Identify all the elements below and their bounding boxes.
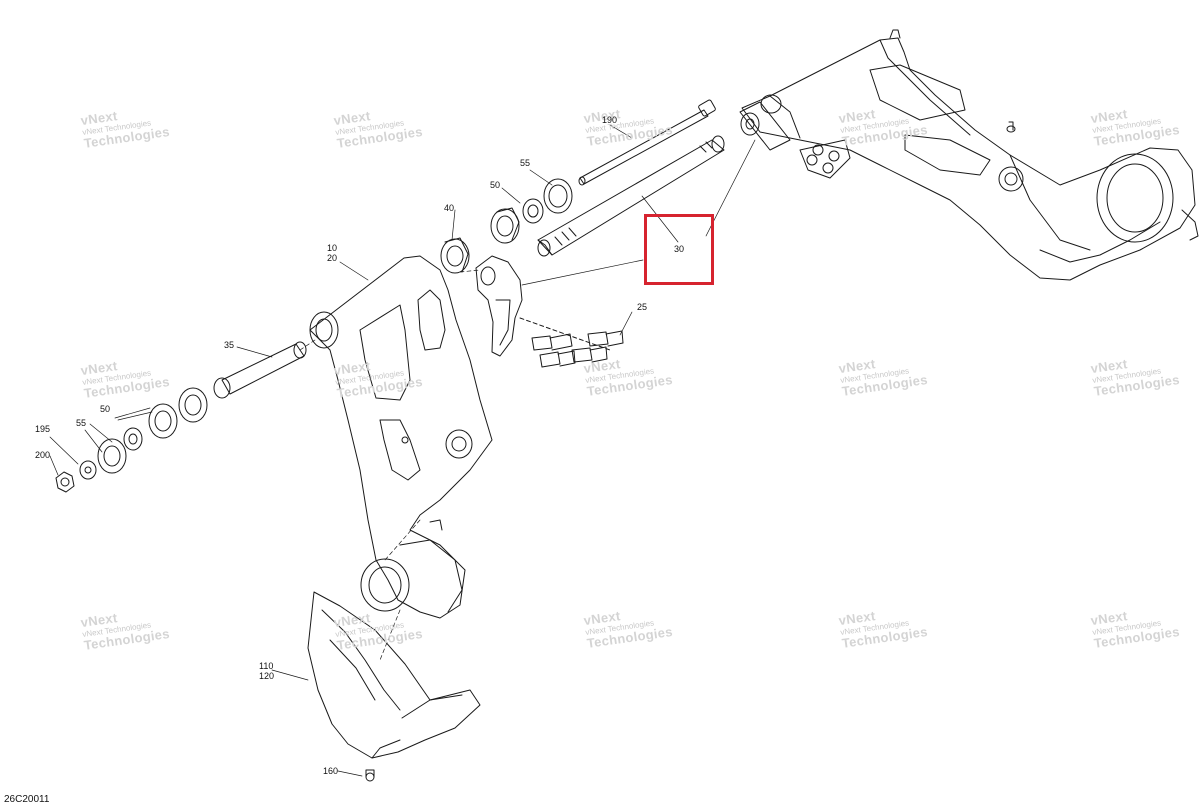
callout-190: 190 [602,115,618,125]
bolt-group-part-25 [519,317,624,368]
callout-10-20: 10 20 [327,243,338,264]
callout-35: 35 [224,340,235,350]
callout-55-upper: 55 [520,158,531,168]
callout-160: 160 [323,766,339,776]
bolt-part-190 [578,99,716,186]
callout-195: 195 [35,424,51,434]
upper-bearing-stack [440,178,573,274]
callout-25: 25 [637,302,648,312]
figure-id: 26C20011 [4,794,50,805]
callout-50-left: 50 [100,404,111,414]
highlight-box-part-30 [644,214,714,285]
callout-55-left: 55 [76,418,87,428]
callout-40: 40 [444,203,455,213]
leader-lines [49,124,756,777]
callout-110-120: 110 120 [259,661,275,682]
main-swing-arm [309,255,493,619]
left-shaft-and-bearings [55,341,307,493]
callout-50-upper: 50 [490,180,501,190]
callout-200: 200 [35,450,51,460]
shaft-part-30 [537,135,725,257]
shock-link-bracket [475,255,523,357]
fastener-part-160 [365,769,375,782]
callout-30: 30 [674,244,685,254]
upper-swing-arm [739,29,1199,281]
skid-plate [307,591,481,759]
